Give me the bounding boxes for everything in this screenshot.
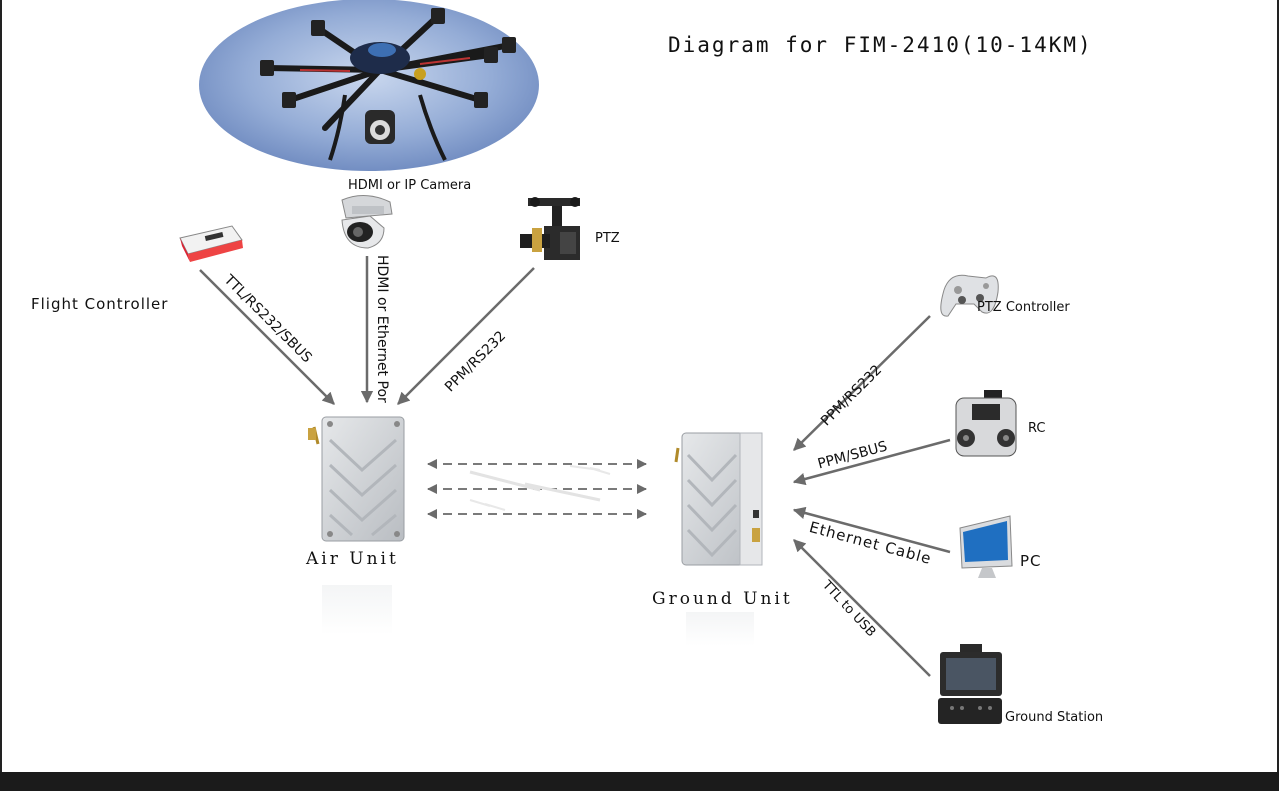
pc-device [960,516,1012,578]
label-ground-station: Ground Station [1005,710,1103,725]
drone-illustration [199,0,539,171]
rc-device [956,390,1016,456]
edge-label-camera: HDMI or Ethernet Por [374,255,390,403]
wireless-link [428,464,646,514]
label-pc: PC [1020,552,1042,570]
label-ground-unit: Ground Unit [652,589,793,609]
label-rc: RC [1028,421,1045,436]
label-flight-controller: Flight Controller [31,295,168,313]
air-unit-device [308,417,404,635]
arrow-ptz [398,268,534,404]
label-ptz: PTZ [595,231,620,246]
ptz-device [520,197,580,260]
bottom-bar [0,772,1279,791]
ground-unit-device [676,433,762,646]
arrow-flight-controller [200,270,334,404]
diagram-graphics [0,0,1279,772]
label-hdmi-camera: HDMI or IP Camera [348,178,471,193]
label-ptz-controller: PTZ Controller [977,300,1070,315]
hdmi-camera-device [342,195,392,248]
label-air-unit: Air Unit [306,549,399,569]
diagram-title: Diagram for FIM-2410(10-14KM) [668,33,1093,57]
ground-station-device [938,644,1002,724]
flight-controller-device [180,226,243,262]
